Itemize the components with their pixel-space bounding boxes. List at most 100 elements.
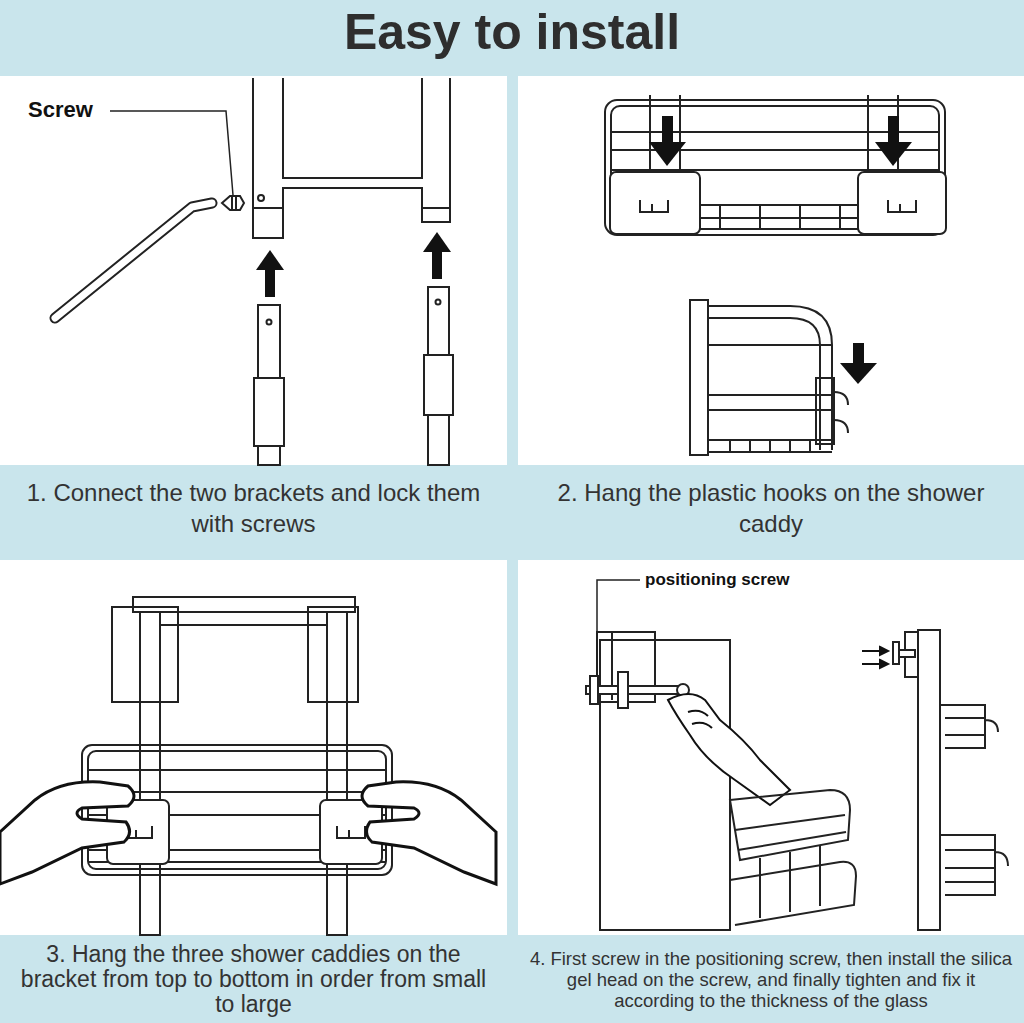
bracket-assembled	[140, 597, 160, 935]
positioning-screw	[586, 686, 681, 694]
caddy-side-view	[708, 345, 832, 452]
allen-key	[55, 203, 212, 318]
down-arrow	[649, 142, 686, 166]
bracket-tube	[436, 300, 441, 305]
bracket-assembled	[112, 597, 358, 935]
bracket-frame	[253, 207, 450, 209]
caddy-side-view	[708, 306, 832, 450]
push-arrow	[880, 647, 888, 655]
panel-backgrounds	[518, 560, 1024, 935]
shower-caddy	[605, 95, 945, 235]
glass-pane	[600, 640, 730, 930]
bracket-frame	[253, 78, 450, 238]
plastic-hook	[888, 200, 916, 212]
hand	[688, 711, 712, 728]
leader-line	[110, 111, 233, 195]
bracket-tube	[424, 355, 453, 415]
caption-band: 1. Connect the two brackets and lock the…	[0, 466, 507, 550]
push-arrow	[862, 663, 880, 665]
allen-key	[55, 203, 212, 318]
push-arrow	[880, 660, 888, 668]
shower-caddy	[88, 751, 386, 869]
shower-caddy	[760, 846, 820, 918]
side-view-bracket	[918, 630, 940, 930]
bracket-frame	[253, 78, 450, 238]
allen-key	[55, 203, 212, 318]
plastic-hook	[337, 826, 365, 838]
down-arrow	[649, 116, 912, 384]
shower-caddy	[940, 705, 998, 748]
hand	[668, 694, 790, 805]
plastic-hook	[107, 800, 382, 864]
caddy-side-view	[690, 300, 848, 455]
shower-caddy	[650, 95, 898, 175]
down-arrow	[888, 116, 899, 144]
bracket-frame	[258, 195, 264, 201]
screw-symbol	[232, 197, 236, 209]
up-arrow	[432, 251, 442, 279]
panel-backgrounds	[0, 76, 1024, 935]
positioning-screw	[590, 676, 598, 704]
screw-symbol	[222, 196, 244, 210]
down-arrow	[662, 116, 673, 144]
shower-caddy	[82, 745, 392, 875]
bracket-tube	[254, 378, 284, 446]
bracket-tube	[254, 287, 453, 465]
page-title: Easy to install	[0, 0, 1024, 64]
part-label: positioning screw	[645, 570, 790, 590]
step-caption: 2. Hang the plastic hooks on the shower …	[541, 477, 1001, 539]
up-arrow	[423, 232, 451, 252]
hand	[0, 782, 496, 884]
caddy-side-view	[690, 300, 708, 455]
caption-band: 2. Hang the plastic hooks on the shower …	[518, 466, 1024, 550]
caddy-side-view	[834, 392, 848, 433]
caddy-side-view	[816, 378, 834, 444]
hand	[0, 782, 134, 884]
shower-caddy	[730, 790, 850, 860]
panel-backgrounds	[0, 560, 507, 935]
up-arrow	[256, 250, 284, 270]
positioning-screw	[618, 672, 628, 708]
caption-band: 4. First screw in the positioning screw,…	[518, 936, 1024, 1023]
glass-pane	[597, 632, 730, 930]
plastic-hook	[610, 172, 946, 234]
screw-symbol	[222, 196, 244, 210]
down-arrow	[840, 363, 877, 384]
bracket-tube	[267, 320, 272, 325]
shower-caddy	[730, 790, 856, 925]
side-view-bracket	[893, 630, 940, 930]
bracket-frame	[283, 78, 422, 178]
push-arrow	[862, 647, 888, 668]
shower-caddy	[940, 835, 1008, 895]
panel-backgrounds	[0, 76, 507, 465]
down-arrow	[875, 142, 912, 166]
bracket-assembled	[160, 624, 327, 626]
shower-caddy	[82, 745, 392, 875]
plastic-hook	[610, 172, 700, 234]
leader-line	[597, 580, 640, 676]
bracket-assembled	[133, 597, 355, 612]
bracket-assembled	[327, 597, 347, 935]
bracket-assembled	[112, 607, 178, 702]
leader-line	[110, 111, 233, 195]
leader-line	[597, 580, 640, 676]
push-arrow	[862, 650, 880, 652]
caddy-side-view	[730, 440, 810, 452]
down-arrow	[853, 343, 864, 365]
shower-caddy	[940, 705, 1008, 895]
bracket-assembled	[308, 607, 358, 702]
caddy-side-view	[708, 318, 820, 450]
part-label: Screw	[28, 97, 93, 123]
step-caption: 3. Hang the three shower caddies on the …	[9, 942, 499, 1017]
hand	[362, 782, 496, 884]
up-arrow	[265, 269, 275, 297]
panel-backgrounds	[518, 76, 1024, 465]
side-view-bracket	[893, 642, 899, 664]
step-caption: 4. First screw in the positioning screw,…	[526, 948, 1016, 1011]
up-arrow	[256, 232, 451, 297]
hand	[668, 694, 790, 805]
shower-caddy	[730, 815, 856, 925]
shower-caddy	[605, 100, 945, 235]
step-caption: 1. Connect the two brackets and lock the…	[19, 477, 489, 539]
